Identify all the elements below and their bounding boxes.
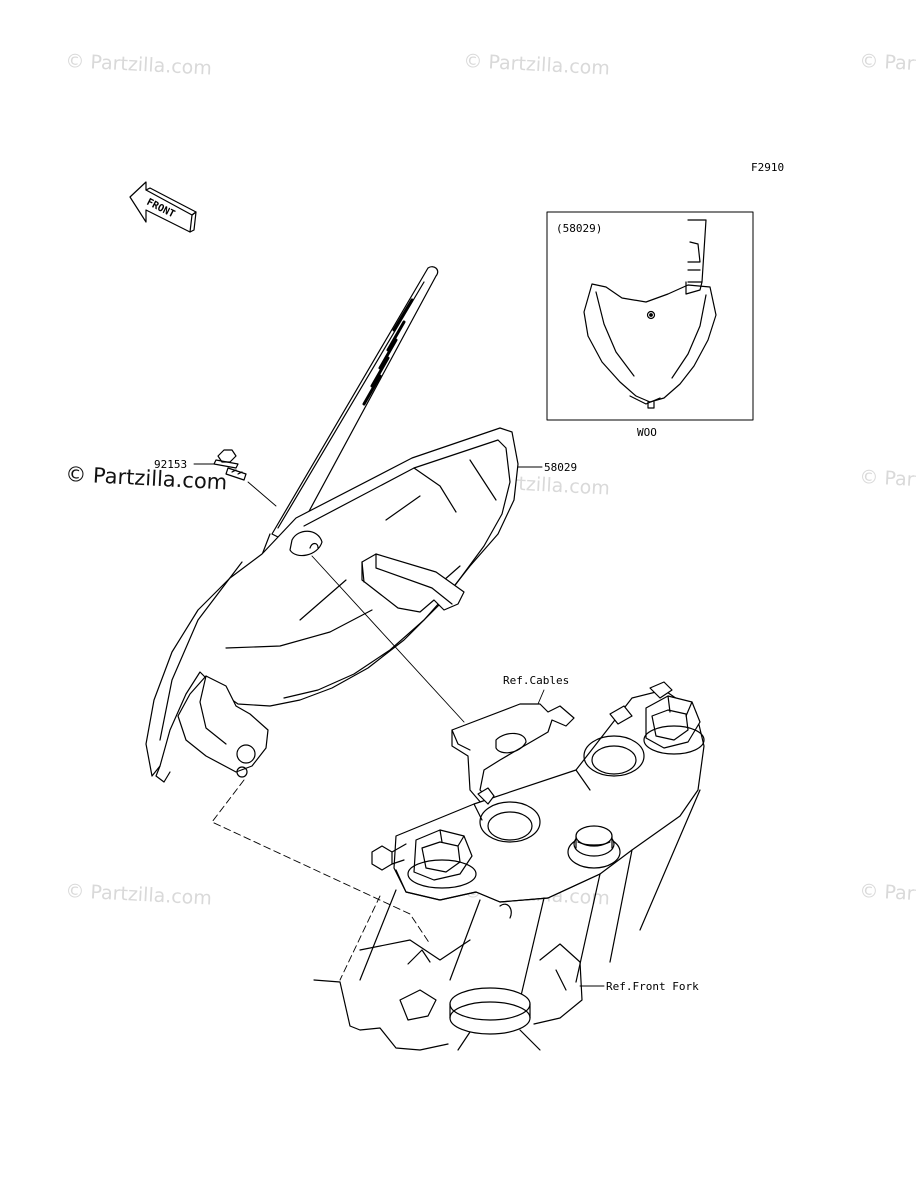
callout-92153: 92153 — [154, 458, 188, 471]
inset-box — [546, 211, 754, 421]
front-arrow-icon: FRONT — [129, 181, 197, 233]
inset-caption: WOO — [637, 426, 657, 439]
bolt-icon — [213, 449, 247, 481]
cable-guide-bracket — [451, 703, 575, 805]
figure-code: F2910 — [751, 161, 785, 174]
callout-ref-front-fork: Ref.Front Fork — [606, 980, 699, 993]
front-fork — [313, 789, 701, 1051]
number-plate — [145, 427, 519, 783]
callout-ref-cables: Ref.Cables — [503, 674, 570, 687]
callout-58029: 58029 — [544, 461, 578, 474]
inset-part-label: (58029) — [556, 222, 603, 235]
triple-clamp — [371, 681, 705, 903]
